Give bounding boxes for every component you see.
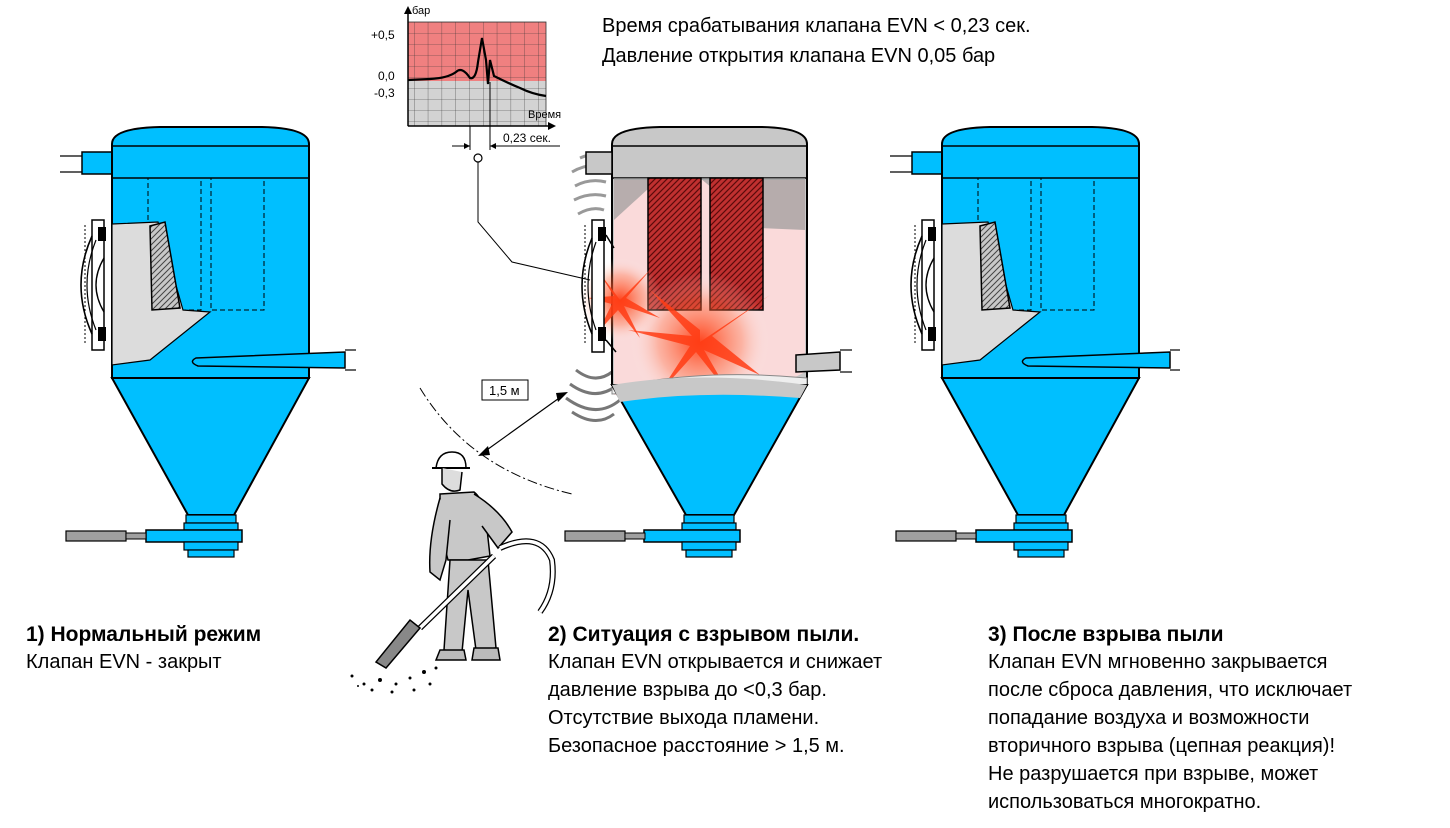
- vessel-explosion: [564, 126, 852, 558]
- header-line-opening-pressure: Давление открытия клапана EVN 0,05 бар: [602, 45, 996, 67]
- evn-valve-flange: [591, 219, 605, 353]
- caption-line: Клапан EVN - закрыт: [26, 651, 222, 673]
- pressure-time-graph: бар +0,5 0,0 -0,3 Время 0,23 сек.: [371, 5, 591, 281]
- inlet-pipe: [81, 151, 115, 175]
- hopper-cone: [940, 377, 1141, 516]
- caption-line: Отсутствие выхода пламени.: [548, 707, 820, 729]
- discharge-pipe: [643, 529, 741, 543]
- worker-figure: [350, 451, 556, 694]
- flame-arrestor: [149, 221, 181, 311]
- caption-line: Не разрушается при взрыве, может: [988, 763, 1319, 785]
- caption-normal-mode: 1) Нормальный режим Клапан EVN - закрыт: [26, 622, 261, 676]
- evn-valve-flange: [91, 219, 105, 351]
- evn-valve-membrane: [925, 257, 935, 313]
- caption-explosion: 2) Ситуация с взрывом пыли. Клапан EVN о…: [548, 622, 882, 760]
- caption-line: давление взрыва до <0,3 бар.: [548, 679, 827, 701]
- dust-particles: [350, 666, 438, 694]
- filter-bag: [1040, 177, 1095, 311]
- inlet-pipe: [911, 151, 945, 175]
- pressure-wave: [565, 368, 621, 422]
- outlet-pipe: [795, 351, 841, 373]
- screw-conveyor: [564, 530, 626, 542]
- flame-arrestor: [979, 221, 1011, 311]
- screw-conveyor: [895, 530, 957, 542]
- graph-y-unit: бар: [412, 5, 430, 17]
- discharge-pipe: [975, 529, 1073, 543]
- filter-bag: [210, 177, 265, 311]
- graph-x-label: Время: [528, 109, 561, 121]
- hopper-cone: [610, 384, 809, 516]
- outlet-pipe: [191, 351, 346, 369]
- caption-line: использоваться многократно.: [988, 791, 1262, 813]
- evn-valve-flange: [921, 219, 935, 351]
- safe-distance-indicator: 1,5 м: [419, 379, 573, 495]
- screw-conveyor: [65, 530, 127, 542]
- header-line-response-time: Время срабатывания клапана EVN < 0,23 се…: [602, 15, 1031, 37]
- outlet-pipe: [1021, 351, 1171, 369]
- distance-label-box: [481, 379, 529, 401]
- distance-label: 1,5 м: [489, 383, 520, 398]
- caption-line: Клапан EVN мгновенно закрывается: [988, 651, 1328, 673]
- caption-title: 2) Ситуация с взрывом пыли.: [548, 623, 860, 646]
- caption-after-explosion: 3) После взрыва пыли Клапан EVN мгновенн…: [988, 622, 1352, 816]
- vessel-normal-mode: [60, 126, 356, 558]
- caption-line: Безопасное расстояние > 1,5 м.: [548, 735, 845, 757]
- interval-label: 0,23 сек.: [503, 131, 551, 145]
- caption-line: после сброса давления, что исключает: [988, 679, 1353, 701]
- discharge-pipe: [145, 529, 243, 543]
- caption-title: 1) Нормальный режим: [26, 623, 262, 646]
- vessel-after-explosion: [890, 126, 1180, 558]
- caption-line: вторичного взрыва (цепная реакция)!: [988, 735, 1336, 757]
- caption-title: 3) После взрыва пыли: [988, 623, 1224, 646]
- distance-arrow: [483, 395, 563, 453]
- caption-line: попадание воздуха и возможности: [988, 707, 1310, 729]
- caption-line: Клапан EVN открывается и снижает: [548, 651, 883, 673]
- graph-tick-zero: 0,0: [378, 69, 395, 83]
- graph-tick-neg: -0,3: [374, 86, 395, 100]
- leader-line: [477, 162, 591, 281]
- pressure-curve: [407, 37, 547, 98]
- evn-valve-membrane: [95, 257, 105, 313]
- hopper-cone: [110, 377, 311, 516]
- inlet-pipe: [585, 151, 613, 175]
- graph-tick-pos: +0,5: [371, 28, 395, 42]
